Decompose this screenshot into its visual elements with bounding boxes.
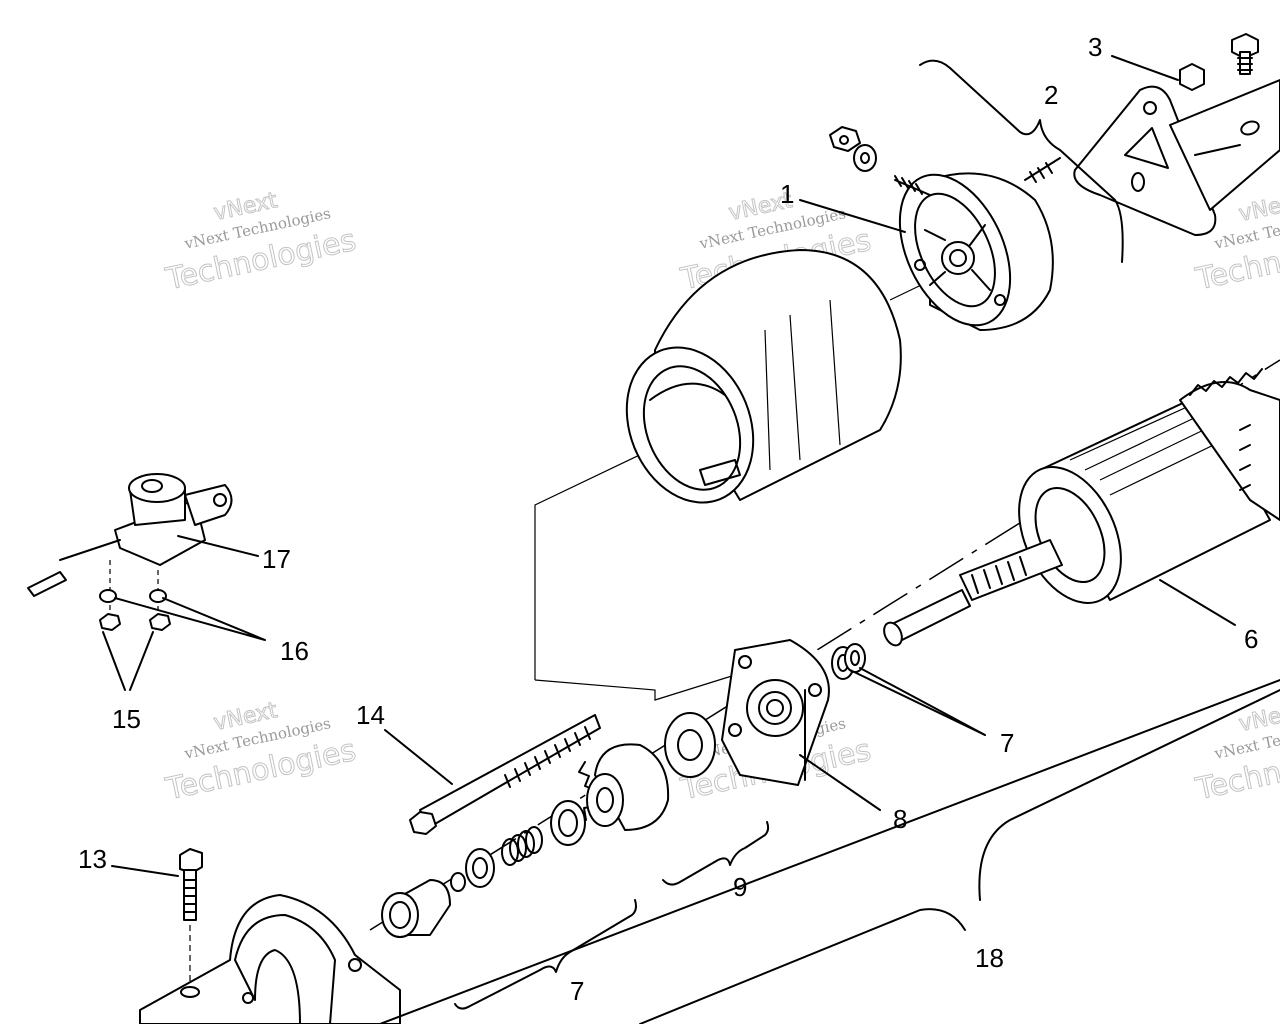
drive-end-plate <box>721 639 830 786</box>
through-bolt <box>409 714 601 835</box>
field-housing <box>625 249 902 504</box>
thrust-washers <box>831 643 866 680</box>
callout-7-lower: 7 <box>570 976 584 1006</box>
leader-lines <box>102 55 1280 1024</box>
callout-17: 17 <box>262 544 291 574</box>
callout-14: 14 <box>356 700 385 730</box>
callout-3: 3 <box>1088 32 1102 62</box>
drive-gear-assembly <box>578 712 716 831</box>
callout-8: 8 <box>893 804 907 834</box>
callout-6: 6 <box>1244 624 1258 654</box>
callout-18: 18 <box>975 943 1004 973</box>
callout-2: 2 <box>1044 80 1058 110</box>
callout-9: 9 <box>733 872 747 902</box>
end-cap-assembly <box>829 126 1061 331</box>
callout-16: 16 <box>280 636 309 666</box>
solenoid <box>27 473 233 631</box>
lower-bracket <box>139 894 401 1024</box>
callout-1: 1 <box>780 179 794 209</box>
spring-and-collar-set <box>381 800 586 938</box>
callout-13: 13 <box>78 844 107 874</box>
callout-15: 15 <box>112 704 141 734</box>
armature <box>883 368 1280 647</box>
mounting-bolt <box>179 848 203 990</box>
callout-labels: 1 2 3 6 7 8 9 7 13 14 15 16 17 18 <box>78 32 1258 1006</box>
callout-7-upper: 7 <box>1000 728 1014 758</box>
mounting-bracket <box>1073 33 1280 236</box>
